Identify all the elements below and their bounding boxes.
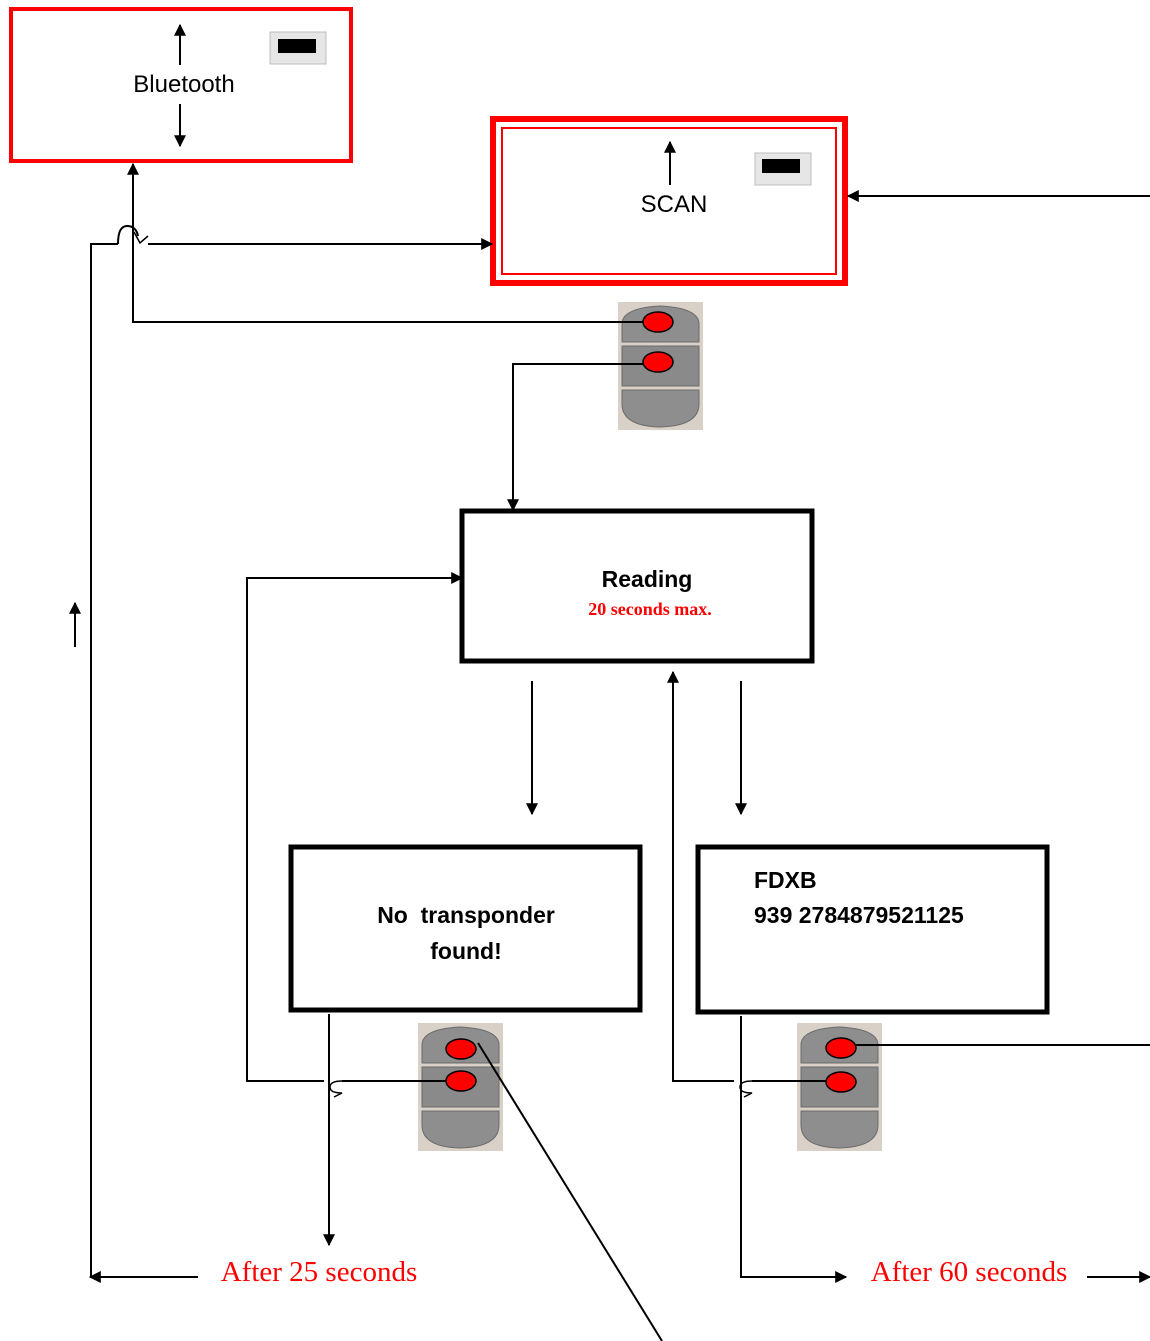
keypad-icon — [418, 1023, 503, 1151]
flow-connectors — [69, 162, 1150, 1341]
connector-result-timeout — [740, 1016, 848, 1283]
battery-icon — [754, 152, 812, 186]
result-id-number: 939 2784879521125 — [754, 902, 964, 928]
connector-key-to-bluetooth — [127, 162, 643, 323]
bluetooth-screen: Bluetooth — [9, 7, 353, 163]
reading-note: 20 seconds max. — [588, 599, 712, 619]
connector-timeout-to-scan — [90, 243, 198, 1278]
keypad-icon — [797, 1023, 882, 1151]
reading-screen: Reading 20 seconds max. — [459, 508, 815, 664]
timeout-25-label: After 25 seconds — [221, 1256, 418, 1288]
key-middle-dot[interactable] — [445, 1070, 477, 1092]
no-transponder-line2: found! — [430, 938, 502, 964]
key-up-dot[interactable] — [642, 311, 674, 333]
no-transponder-line1: No transponder — [377, 902, 555, 928]
line-hop — [117, 224, 139, 245]
connector-diagonal — [477, 1042, 663, 1341]
scan-label: SCAN — [641, 191, 708, 218]
key-middle-dot[interactable] — [825, 1071, 857, 1093]
timeout-60-label: After 60 seconds — [871, 1256, 1068, 1288]
no-transponder-screen: No transponder found! — [288, 844, 643, 1013]
bluetooth-label: Bluetooth — [133, 71, 234, 98]
keypad-icon — [618, 302, 703, 430]
battery-icon — [269, 31, 327, 65]
key-up-dot[interactable] — [825, 1037, 857, 1059]
connector-key-to-reading — [507, 363, 643, 512]
key-up-dot[interactable] — [445, 1038, 477, 1060]
key-middle-dot[interactable] — [642, 351, 674, 373]
result-screen: FDXB 939 2784879521125 — [695, 844, 1050, 1015]
reading-title: Reading — [602, 566, 693, 592]
line-hop-arrow — [133, 231, 149, 245]
result-protocol: FDXB — [754, 867, 817, 893]
scan-screen: SCAN — [490, 116, 848, 286]
